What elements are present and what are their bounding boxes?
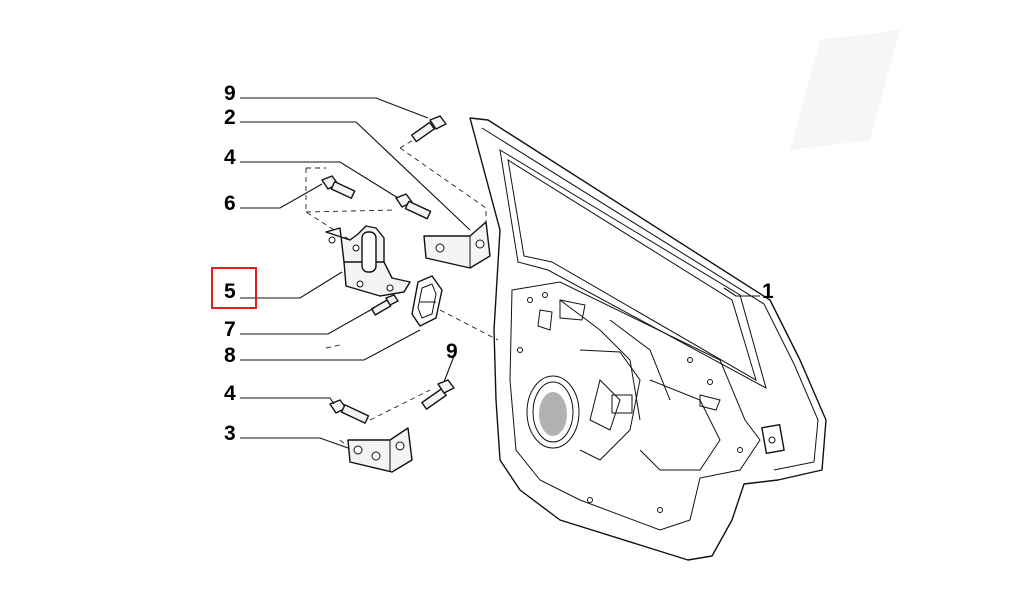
label-9-top: 9	[224, 82, 236, 105]
bolt-9-top	[410, 115, 447, 143]
hinge-upper-bracket-part-2	[423, 221, 491, 269]
bolt-7	[371, 294, 399, 316]
label-6: 6	[224, 192, 236, 215]
highlight-box-callout-5	[211, 267, 257, 309]
label-4-bottom: 4	[224, 382, 236, 405]
background-shade	[790, 30, 900, 150]
bolt-4-top	[395, 193, 432, 220]
bolt-6	[321, 175, 356, 199]
door-shell-part-1	[469, 117, 827, 561]
bolt-4-bottom	[329, 399, 370, 424]
label-2: 2	[224, 106, 236, 129]
label-1: 1	[762, 280, 774, 303]
grommet-part-8	[411, 275, 443, 327]
label-5: 5	[224, 280, 236, 303]
bolt-9-middle	[421, 379, 455, 410]
label-7: 7	[224, 318, 236, 341]
label-9-middle: 9	[446, 340, 458, 363]
door-hinge-part-5	[325, 225, 411, 297]
label-3: 3	[224, 422, 236, 445]
leader-lines	[240, 97, 760, 449]
hinge-lower-bracket-part-3	[347, 427, 413, 473]
label-4-top: 4	[224, 146, 236, 169]
label-8: 8	[224, 344, 236, 367]
